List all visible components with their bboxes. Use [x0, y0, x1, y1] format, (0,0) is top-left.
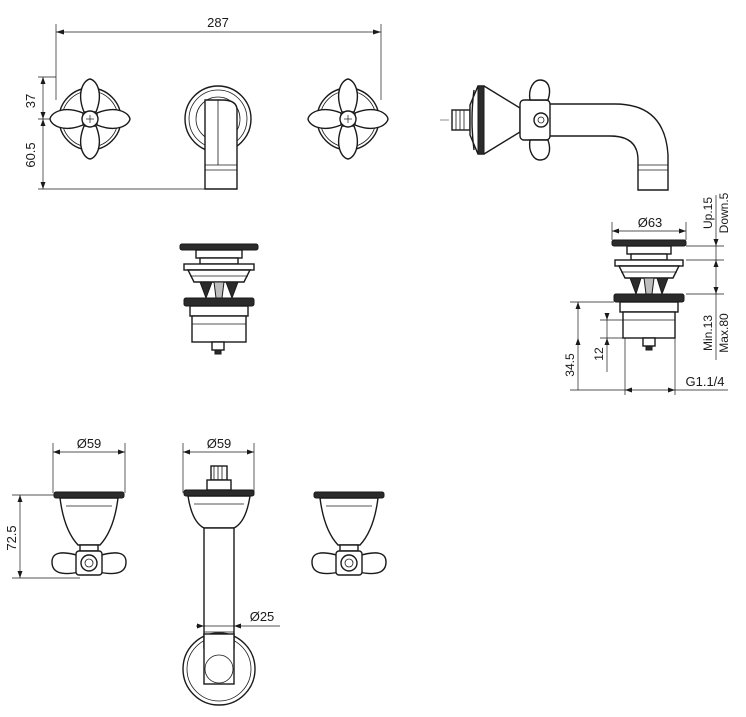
spout-top-view: Ø59 Ø25 [182, 436, 280, 706]
dim-spout-flange-diameter: Ø59 [207, 436, 232, 451]
dim-adjust-up: Up.15 [701, 197, 715, 229]
left-cross-handle [49, 78, 131, 160]
front-view: 287 37 60.5 [23, 15, 389, 190]
waste-right: Ø63 Up.15 Down.5 Min.13 Max.80 [563, 192, 731, 395]
dim-waste-diameter: Ø63 [638, 215, 663, 230]
dim-adjust-down: Down.5 [717, 192, 731, 233]
waste-left [179, 243, 259, 355]
dim-width-total: 287 [207, 15, 229, 30]
dim-waste-body-height: 34.5 [563, 353, 577, 377]
spout-front [184, 85, 252, 190]
side-view [440, 79, 669, 191]
dim-waste-min: Min.13 [701, 315, 715, 351]
dim-center-to-spout: 60.5 [23, 142, 38, 167]
dim-waste-thread-height: 12 [592, 347, 606, 361]
valve-right-top-view [311, 491, 387, 576]
dim-valve-depth: 72.5 [4, 525, 19, 550]
dim-handle-diameter: Ø59 [77, 436, 102, 451]
right-cross-handle [307, 78, 389, 160]
dim-handle-above: 37 [23, 94, 38, 108]
dim-spout-tube-diameter: Ø25 [250, 609, 275, 624]
dim-waste-max: Max.80 [717, 313, 731, 353]
dim-waste-thread: G1.1/4 [685, 374, 724, 389]
valve-left-top-view: Ø59 72.5 [4, 436, 127, 579]
